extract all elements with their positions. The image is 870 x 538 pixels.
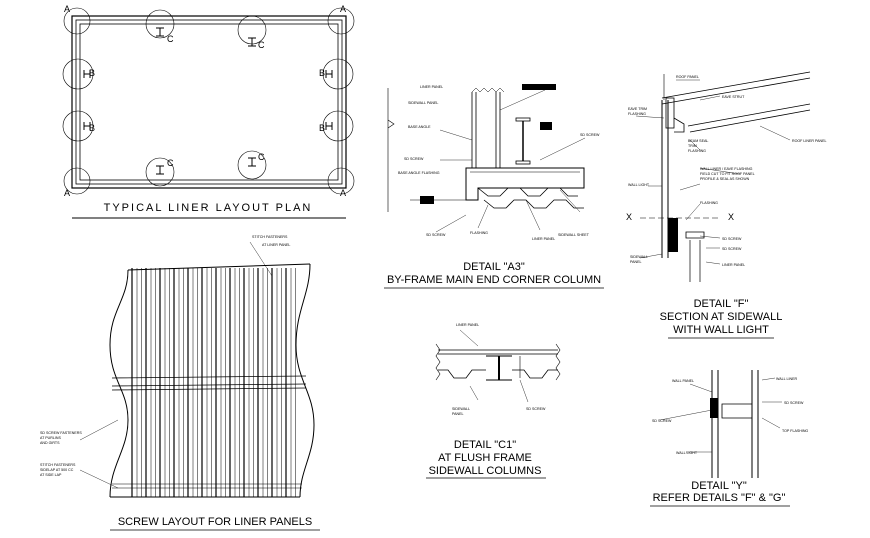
detail-y-subtitle: REFER DETAILS "F" & "G" <box>653 492 786 504</box>
svg-text:PROFILE & SEAL AS SHOWN: PROFILE & SEAL AS SHOWN <box>700 177 750 181</box>
svg-text:EAVE TRIM: EAVE TRIM <box>628 107 647 111</box>
svg-text:WALL PANEL: WALL PANEL <box>672 379 694 383</box>
svg-text:BASE ANGLE: BASE ANGLE <box>408 125 431 129</box>
detail-a3-drawing: LINER PANEL SIDEWALL PANEL BASE ANGLE SD… <box>384 84 604 289</box>
detail-f-drawing: X X ROOF PANEL EAVE STRUT EAVE TRIM FLAS… <box>626 71 826 339</box>
svg-text:FLASHING: FLASHING <box>470 231 488 235</box>
svg-text:WALL LIGHT: WALL LIGHT <box>628 183 650 187</box>
plan-mark-b: B <box>319 68 325 78</box>
svg-text:LINER PANEL: LINER PANEL <box>420 85 443 89</box>
svg-text:SIDEWALL PANEL: SIDEWALL PANEL <box>408 101 438 105</box>
plan-mark-b: B <box>319 123 325 133</box>
plan-mark-b: B <box>89 123 95 133</box>
svg-text:LINER PANEL: LINER PANEL <box>456 323 479 327</box>
plan-mark-c: C <box>258 40 265 50</box>
svg-text:LINER PANEL: LINER PANEL <box>722 263 745 267</box>
plan-mark-a: A <box>340 188 346 198</box>
svg-text:SD SCREW: SD SCREW <box>722 237 742 241</box>
svg-text:TRIM: TRIM <box>688 144 697 148</box>
detail-y-drawing: WALL PANEL SD SCREW WALL LIGHT WALL LINE… <box>650 370 808 507</box>
svg-text:ROOF LINER PANEL: ROOF LINER PANEL <box>792 139 826 143</box>
plan-mark-c: C <box>167 158 174 168</box>
detail-a3-subtitle: BY-FRAME MAIN END CORNER COLUMN <box>387 274 601 286</box>
svg-text:SIDEWALL: SIDEWALL <box>630 255 648 259</box>
svg-text:FLASHING: FLASHING <box>700 201 718 205</box>
svg-text:SIDELAP AT 500 CC: SIDELAP AT 500 CC <box>40 468 74 472</box>
svg-text:TOP FLASHING: TOP FLASHING <box>782 429 808 433</box>
svg-text:PANEL: PANEL <box>630 260 642 264</box>
svg-text:STITCH FASTENERS: STITCH FASTENERS <box>40 463 76 467</box>
svg-text:AT LINER PANEL: AT LINER PANEL <box>262 243 290 247</box>
detail-f-subtitle-1: SECTION AT SIDEWALL <box>660 311 783 323</box>
plan-mark-a: A <box>64 188 70 198</box>
detail-c1-subtitle-1: AT FLUSH FRAME <box>438 452 532 464</box>
svg-text:BASE ANGLE FLASHING: BASE ANGLE FLASHING <box>398 171 440 175</box>
svg-text:SD SCREW: SD SCREW <box>580 133 600 137</box>
svg-text:SIDEWALL SHEET: SIDEWALL SHEET <box>558 233 590 237</box>
detail-c1-subtitle-2: SIDEWALL COLUMNS <box>429 465 542 477</box>
svg-text:PANEL: PANEL <box>452 412 464 416</box>
detail-f-title: DETAIL "F" <box>694 298 749 310</box>
liner-layout-plan: A A A A C C C C B B B B TYPICAL LINER LA… <box>62 4 355 219</box>
svg-text:AT SIDE LAP: AT SIDE LAP <box>40 473 62 477</box>
plan-mark-c: C <box>167 34 174 44</box>
svg-text:SD SCREW: SD SCREW <box>722 247 742 251</box>
svg-text:LINER PANEL: LINER PANEL <box>532 237 555 241</box>
svg-text:BEAM SEAL: BEAM SEAL <box>688 139 708 143</box>
svg-text:WALL LINER / EAVE FLASHING: WALL LINER / EAVE FLASHING <box>700 167 753 171</box>
svg-text:SD SCREW: SD SCREW <box>526 407 546 411</box>
detail-c1-drawing: LINER PANEL SIDEWALL PANEL SD SCREW DETA… <box>426 323 561 479</box>
plan-mark-b: B <box>89 68 95 78</box>
svg-text:SD SCREW FASTENERS: SD SCREW FASTENERS <box>40 431 82 435</box>
svg-text:SD SCREW: SD SCREW <box>426 233 446 237</box>
plan-mark-c: C <box>258 152 265 162</box>
detail-f-subtitle-2: WITH WALL LIGHT <box>673 324 769 336</box>
section-mark-x: X <box>626 212 632 222</box>
detail-c1-title: DETAIL "C1" <box>454 439 516 451</box>
svg-text:FIELD CUT TO FIT ROOF PANEL: FIELD CUT TO FIT ROOF PANEL <box>700 172 755 176</box>
svg-text:SD SCREW: SD SCREW <box>652 419 672 423</box>
svg-text:WALL LINER: WALL LINER <box>776 377 798 381</box>
svg-text:AT PURLINS: AT PURLINS <box>40 436 61 440</box>
svg-text:SD SCREW: SD SCREW <box>784 401 804 405</box>
plan-title: TYPICAL LINER LAYOUT PLAN <box>104 202 313 214</box>
screw-layout-drawing: STITCH FASTENERS AT LINER PANEL SD SCREW… <box>40 235 320 531</box>
plan-mark-a: A <box>340 4 346 14</box>
svg-text:SD SCREW: SD SCREW <box>404 157 424 161</box>
section-mark-x: X <box>728 212 734 222</box>
svg-text:STITCH FASTENERS: STITCH FASTENERS <box>252 235 288 239</box>
detail-y-title: DETAIL "Y" <box>691 480 747 492</box>
svg-text:AND GIRTS: AND GIRTS <box>40 441 60 445</box>
detail-a3-title: DETAIL "A3" <box>463 261 525 273</box>
screw-layout-title: SCREW LAYOUT FOR LINER PANELS <box>118 516 312 528</box>
svg-text:FLASHING: FLASHING <box>628 112 646 116</box>
svg-text:FLASHING: FLASHING <box>688 149 706 153</box>
svg-text:EAVE STRUT: EAVE STRUT <box>722 95 745 99</box>
svg-text:WALL LIGHT: WALL LIGHT <box>676 451 698 455</box>
plan-mark-a: A <box>64 4 70 14</box>
svg-text:ROOF PANEL: ROOF PANEL <box>676 75 699 79</box>
svg-text:SIDEWALL: SIDEWALL <box>452 407 470 411</box>
